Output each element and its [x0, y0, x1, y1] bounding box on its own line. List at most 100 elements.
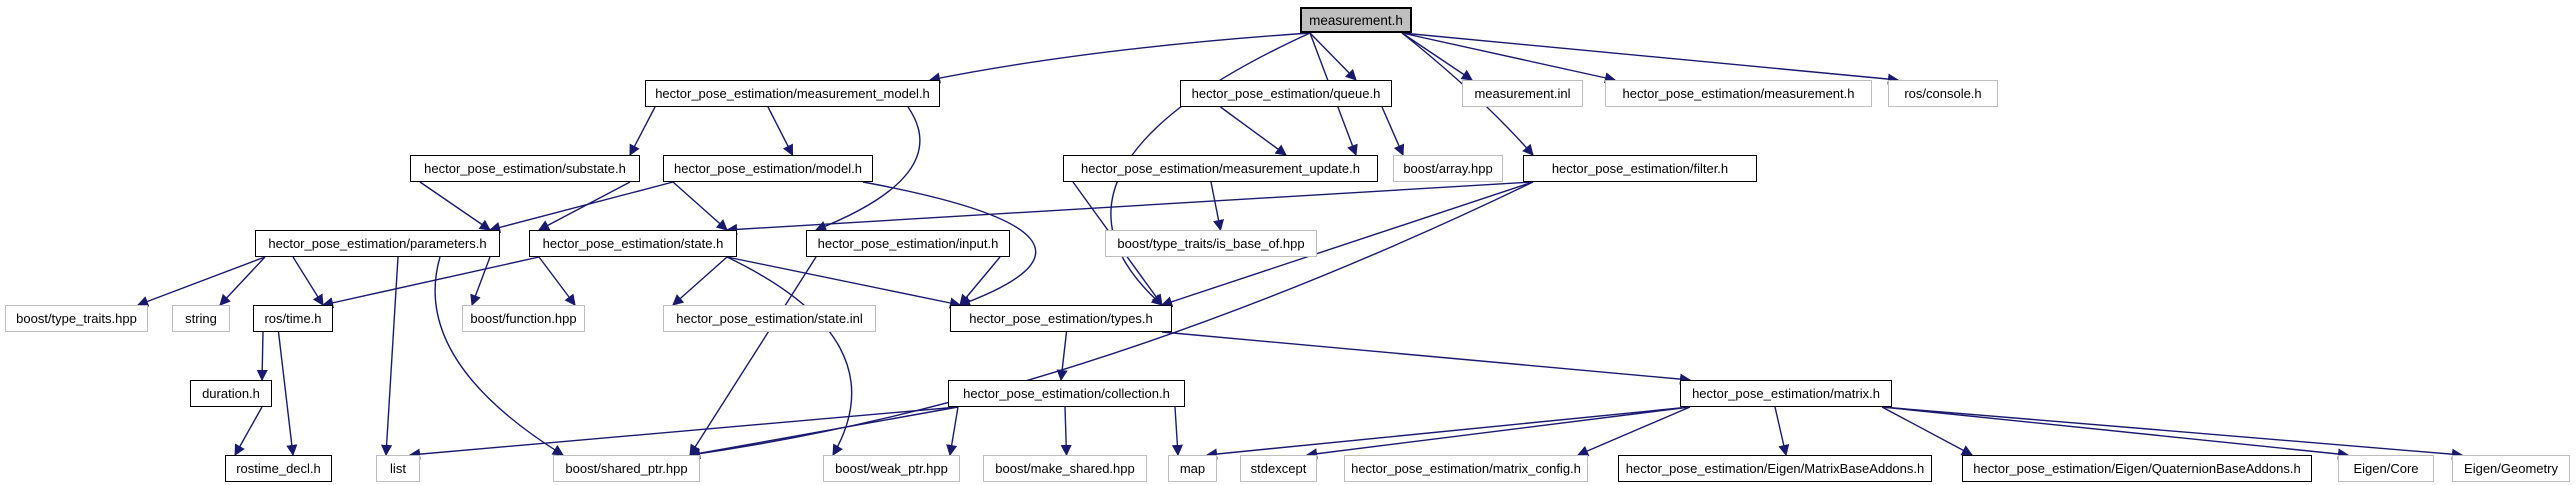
edge-parameters-h-to-boost-type-traits-hpp: [136, 256, 266, 307]
node-label-parameters-h: hector_pose_estimation/parameters.h: [268, 236, 487, 251]
edge-substate-h-to-parameters-h: [419, 181, 491, 231]
node-string: string: [172, 305, 230, 332]
edge-collection-h-to-map: [1171, 406, 1183, 457]
node-matrix-base-addons-h[interactable]: hector_pose_estimation/Eigen/MatrixBaseA…: [1618, 455, 1932, 482]
edge-queue-h-to-measurement-update-h: [1220, 106, 1287, 156]
node-label-boost-array-hpp: boost/array.hpp: [1403, 161, 1493, 176]
edge-types-h-to-collection-h: [1056, 331, 1068, 382]
edge-parameters-h-to-ros-time-h: [292, 256, 324, 306]
node-input-h[interactable]: hector_pose_estimation/input.h: [806, 230, 1010, 257]
node-label-rostime-decl-h: rostime_decl.h: [236, 461, 321, 476]
node-types-h[interactable]: hector_pose_estimation/types.h: [950, 305, 1172, 332]
node-label-quaternion-base-addons-h: hector_pose_estimation/Eigen/QuaternionB…: [1973, 461, 2301, 476]
node-label-input-h: hector_pose_estimation/input.h: [817, 236, 999, 251]
edge-collection-h-to-list: [408, 406, 959, 460]
edge-collection-h-to-boost-make-shared-hpp: [1060, 406, 1072, 457]
edge-measurement-model-h-to-substate-h: [629, 106, 656, 156]
node-label-measurement-h-root: measurement.h: [1309, 13, 1403, 28]
node-label-eigen-geometry: Eigen/Geometry: [2464, 461, 2558, 476]
node-state-inl: hector_pose_estimation/state.inl: [663, 305, 876, 332]
node-eigen-geometry: Eigen/Geometry: [2452, 455, 2570, 482]
node-measurement-model-h[interactable]: hector_pose_estimation/measurement_model…: [645, 80, 940, 107]
edge-measurement-h-root-to-queue-h: [1309, 32, 1357, 81]
node-label-boost-weak-ptr-hpp: boost/weak_ptr.hpp: [835, 461, 948, 476]
edge-filter-h-to-state-h: [725, 181, 1534, 235]
edge-model-h-to-types-h: [862, 181, 1037, 307]
edge-matrix-h-to-quaternion-base-addons-h: [1881, 406, 1973, 456]
node-label-boost-make-shared-hpp: boost/make_shared.hpp: [995, 461, 1135, 476]
node-label-hpe-measurement-h: hector_pose_estimation/measurement.h: [1622, 86, 1855, 101]
node-label-types-h: hector_pose_estimation/types.h: [969, 311, 1153, 326]
node-model-h[interactable]: hector_pose_estimation/model.h: [663, 155, 873, 182]
edge-measurement-h-root-to-measurement-inl: [1401, 32, 1473, 81]
node-label-measurement-inl: measurement.inl: [1474, 86, 1571, 101]
edge-substate-h-to-state-h: [538, 181, 631, 231]
node-ros-console-h: ros/console.h: [1888, 80, 1998, 107]
node-label-state-inl: hector_pose_estimation/state.inl: [676, 311, 863, 326]
node-label-is-base-of-hpp: boost/type_traits/is_base_of.hpp: [1117, 236, 1305, 251]
edge-measurement-h-root-to-measurement-model-h: [928, 32, 1311, 84]
edge-measurement-model-h-to-model-h: [767, 106, 794, 156]
node-is-base-of-hpp: boost/type_traits/is_base_of.hpp: [1105, 230, 1317, 257]
node-label-boost-shared-ptr-hpp: boost/shared_ptr.hpp: [565, 461, 688, 476]
node-collection-h[interactable]: hector_pose_estimation/collection.h: [948, 380, 1185, 407]
edge-matrix-h-to-eigen-geometry: [1881, 406, 2464, 460]
node-label-eigen-core: Eigen/Core: [2353, 461, 2419, 476]
node-label-matrix-base-addons-h: hector_pose_estimation/Eigen/MatrixBaseA…: [1625, 461, 1925, 476]
node-quaternion-base-addons-h[interactable]: hector_pose_estimation/Eigen/QuaternionB…: [1962, 455, 2312, 482]
node-ros-time-h[interactable]: ros/time.h: [253, 305, 333, 332]
edge-collection-h-to-boost-weak-ptr-hpp: [946, 406, 959, 457]
edge-state-h-to-state-inl: [672, 256, 728, 306]
edge-filter-h-to-boost-shared-ptr-hpp: [688, 181, 1534, 460]
node-label-string: string: [185, 311, 217, 326]
node-queue-h[interactable]: hector_pose_estimation/queue.h: [1180, 80, 1392, 107]
edge-parameters-h-to-boost-function-hpp: [470, 256, 491, 307]
node-measurement-update-h[interactable]: hector_pose_estimation/measurement_updat…: [1063, 155, 1378, 182]
edge-model-h-to-state-h: [672, 181, 728, 231]
node-label-boost-type-traits-hpp: boost/type_traits.hpp: [16, 311, 137, 326]
node-label-filter-h: hector_pose_estimation/filter.h: [1551, 161, 1729, 176]
node-label-state-h: hector_pose_estimation/state.h: [542, 236, 724, 251]
node-boost-array-hpp: boost/array.hpp: [1393, 155, 1503, 182]
node-matrix-h[interactable]: hector_pose_estimation/matrix.h: [1680, 380, 1892, 407]
edge-state-h-to-boost-weak-ptr-hpp: [726, 256, 853, 456]
node-parameters-h[interactable]: hector_pose_estimation/parameters.h: [255, 230, 500, 257]
node-stdexcept: stdexcept: [1240, 455, 1317, 482]
node-boost-type-traits-hpp: boost/type_traits.hpp: [5, 305, 148, 332]
node-eigen-core: Eigen/Core: [2338, 455, 2434, 482]
node-substate-h[interactable]: hector_pose_estimation/substate.h: [410, 155, 640, 182]
edge-state-h-to-boost-function-hpp: [538, 256, 576, 306]
node-duration-h[interactable]: duration.h: [190, 380, 272, 407]
node-rostime-decl-h[interactable]: rostime_decl.h: [225, 455, 332, 482]
node-state-h[interactable]: hector_pose_estimation/state.h: [529, 230, 737, 257]
node-label-measurement-update-h: hector_pose_estimation/measurement_updat…: [1081, 161, 1360, 176]
node-measurement-h-root: measurement.h: [1300, 7, 1412, 33]
edge-parameters-h-to-boost-shared-ptr-hpp: [434, 256, 564, 456]
edge-input-h-to-types-h: [959, 256, 1001, 306]
node-label-matrix-config-h: hector_pose_estimation/matrix_config.h: [1351, 461, 1581, 476]
node-measurement-inl: measurement.inl: [1462, 80, 1583, 107]
edge-measurement-h-root-to-hpe-measurement-h: [1401, 32, 1617, 84]
edge-ros-time-h-to-duration-h: [256, 331, 268, 382]
edge-matrix-h-to-map: [1205, 406, 1691, 460]
edge-matrix-h-to-matrix-config-h: [1576, 406, 1691, 457]
node-label-ros-console-h: ros/console.h: [1904, 86, 1982, 101]
node-label-collection-h: hector_pose_estimation/collection.h: [963, 386, 1170, 401]
edge-parameters-h-to-list: [381, 256, 399, 457]
node-label-model-h: hector_pose_estimation/model.h: [674, 161, 862, 176]
node-label-map: map: [1179, 461, 1206, 476]
node-label-stdexcept: stdexcept: [1250, 461, 1307, 476]
edge-matrix-h-to-stdexcept: [1305, 406, 1691, 460]
edge-queue-h-to-boost-array-hpp: [1381, 106, 1405, 157]
node-label-matrix-h: hector_pose_estimation/matrix.h: [1692, 386, 1880, 401]
node-label-ros-time-h: ros/time.h: [264, 311, 322, 326]
node-matrix-config-h: hector_pose_estimation/matrix_config.h: [1344, 455, 1588, 482]
node-boost-shared-ptr-hpp: boost/shared_ptr.hpp: [553, 455, 700, 482]
node-map: map: [1168, 455, 1217, 482]
edge-measurement-h-root-to-ros-console-h: [1401, 32, 1900, 85]
node-boost-weak-ptr-hpp: boost/weak_ptr.hpp: [823, 455, 960, 482]
node-filter-h[interactable]: hector_pose_estimation/filter.h: [1523, 155, 1757, 182]
edge-matrix-h-to-eigen-core: [1881, 406, 2350, 460]
